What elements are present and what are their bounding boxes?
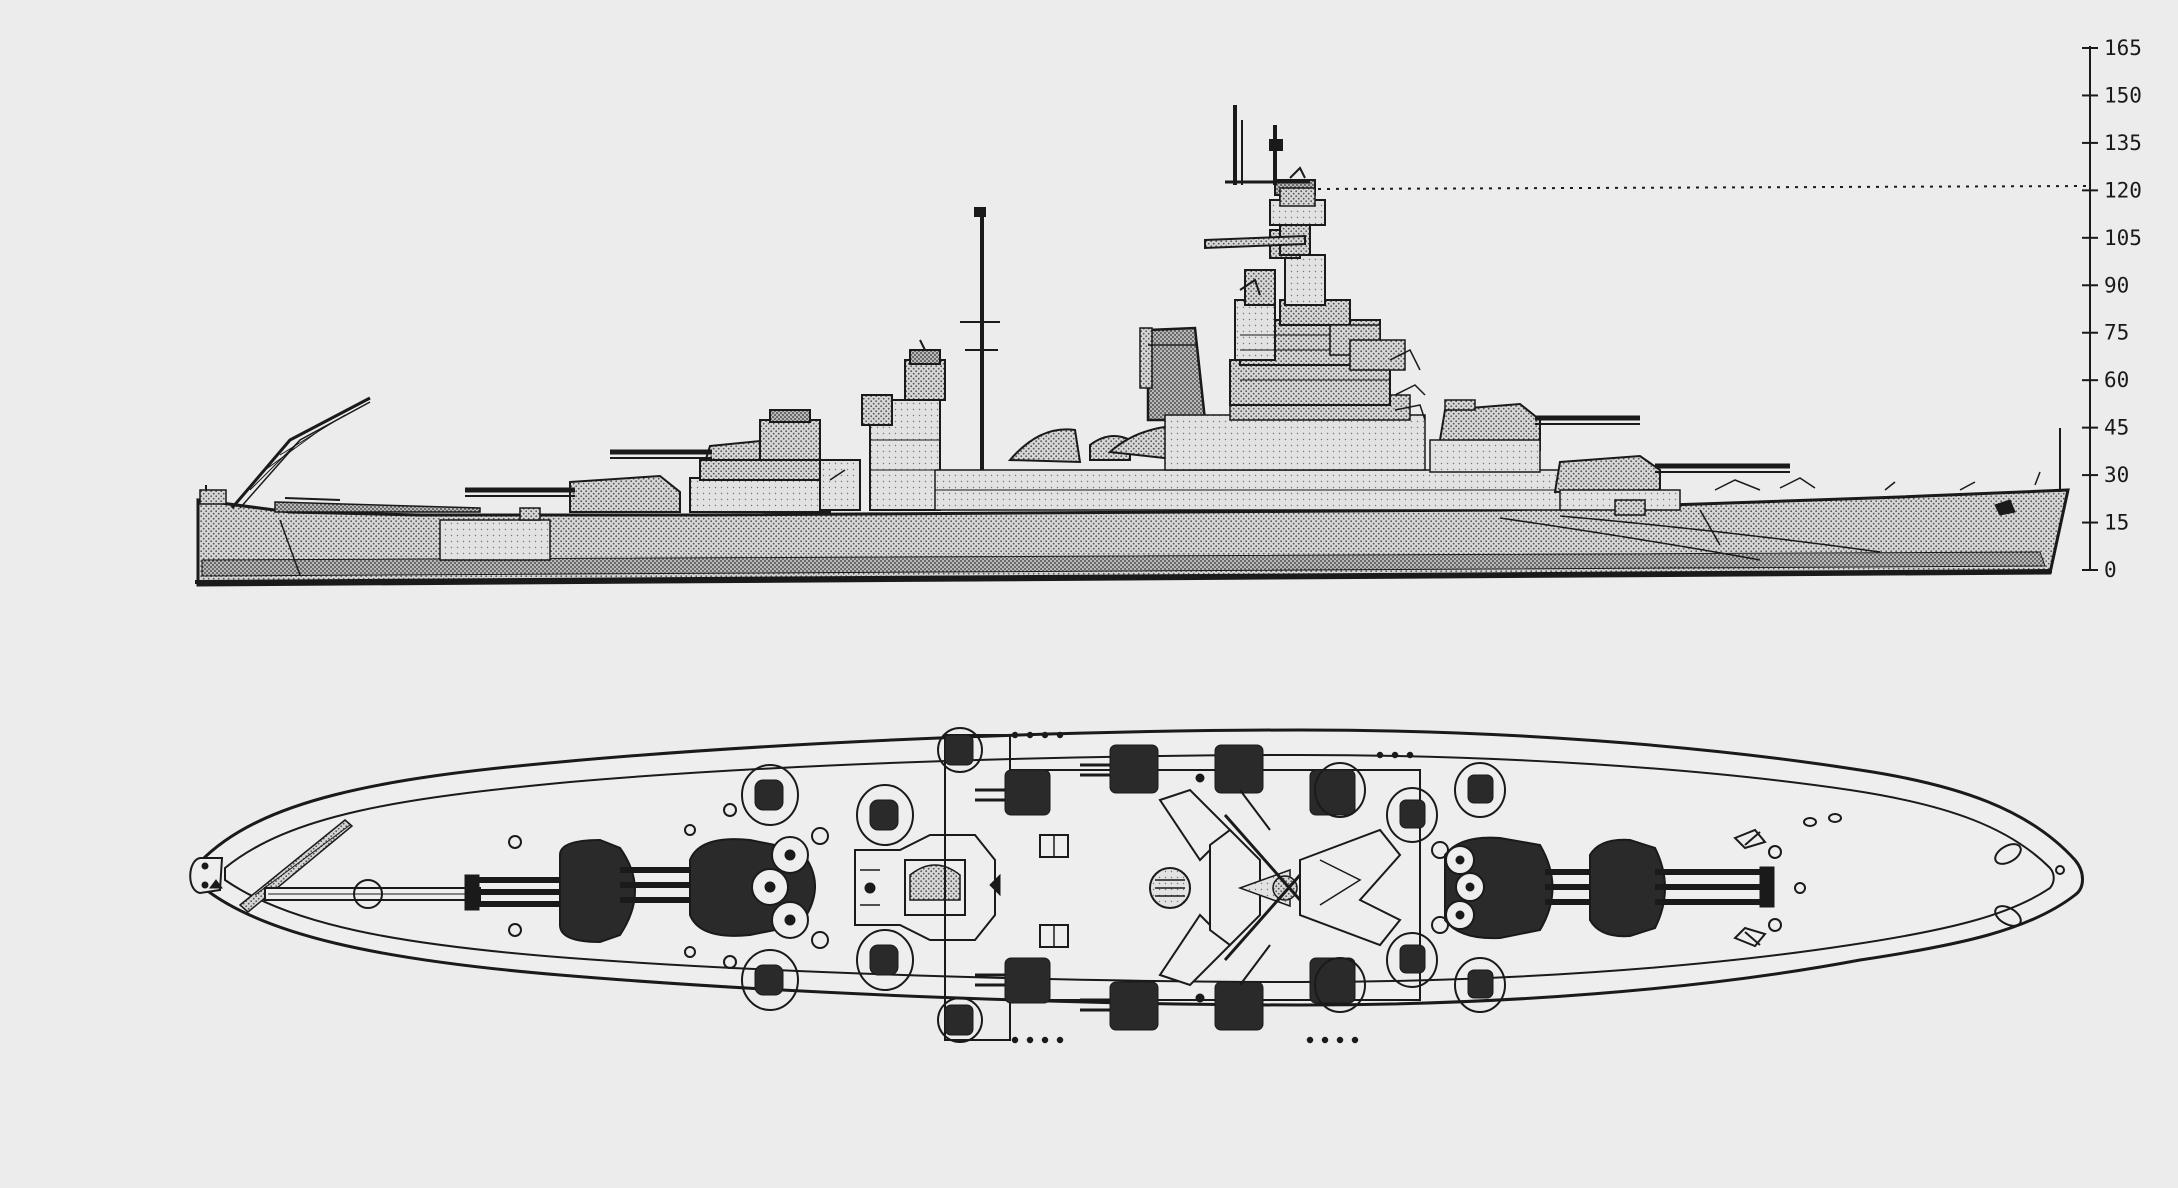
secondary-mounts-plan [937, 727, 1356, 1043]
foremast [1225, 105, 1316, 207]
aft-tower [861, 339, 946, 511]
turret-4-plan [464, 838, 636, 944]
height-scale-label: 30 [2104, 463, 2129, 487]
height-scale-label: 60 [2104, 368, 2129, 392]
side-elevation-view [194, 105, 2070, 587]
keel-line [194, 569, 2053, 584]
hull-plan-outline [198, 728, 2084, 1007]
height-scale-label: 15 [2104, 511, 2129, 535]
height-scale-label: 90 [2104, 273, 2129, 297]
deck-edge-line [224, 753, 2055, 984]
turret-1-side [1553, 454, 1790, 494]
forward-tower-bridge [1204, 179, 1426, 421]
turret-1-plan [1589, 838, 1775, 938]
turret-3-side [465, 474, 681, 513]
boot-top-band [201, 551, 2046, 577]
aft-superstructure [689, 409, 861, 513]
height-scale-label: 45 [2104, 416, 2129, 440]
height-scale-label: 165 [2104, 36, 2142, 60]
turret-3-plan [620, 836, 816, 939]
aa-tubs-forward [1314, 762, 1506, 1013]
turret-2-plan [1444, 836, 1590, 940]
plan-view [189, 727, 2084, 1044]
aircraft-crane [230, 396, 371, 509]
height-scale-ticks: 0 15 30 45 60 75 90 105 120 135 150 165 [2082, 36, 2142, 582]
height-scale-label: 150 [2104, 83, 2142, 107]
funnel-bridge-plan [1149, 773, 1402, 1003]
height-scale-label: 120 [2104, 178, 2142, 202]
aft-superstructure-plan [854, 834, 1001, 941]
aa-tubs-aft [723, 764, 914, 1011]
funnel [1139, 326, 1207, 422]
height-scale-label: 0 [2104, 558, 2117, 582]
height-scale-label: 105 [2104, 226, 2142, 250]
height-scale-label: 75 [2104, 321, 2129, 345]
catapult [274, 501, 481, 513]
height-scale-label: 135 [2104, 131, 2142, 155]
turret-2-side [1429, 399, 1640, 473]
height-scale: 0 15 30 45 60 75 90 105 120 135 150 165 [2082, 36, 2142, 582]
height-reference-line [1317, 185, 2091, 190]
